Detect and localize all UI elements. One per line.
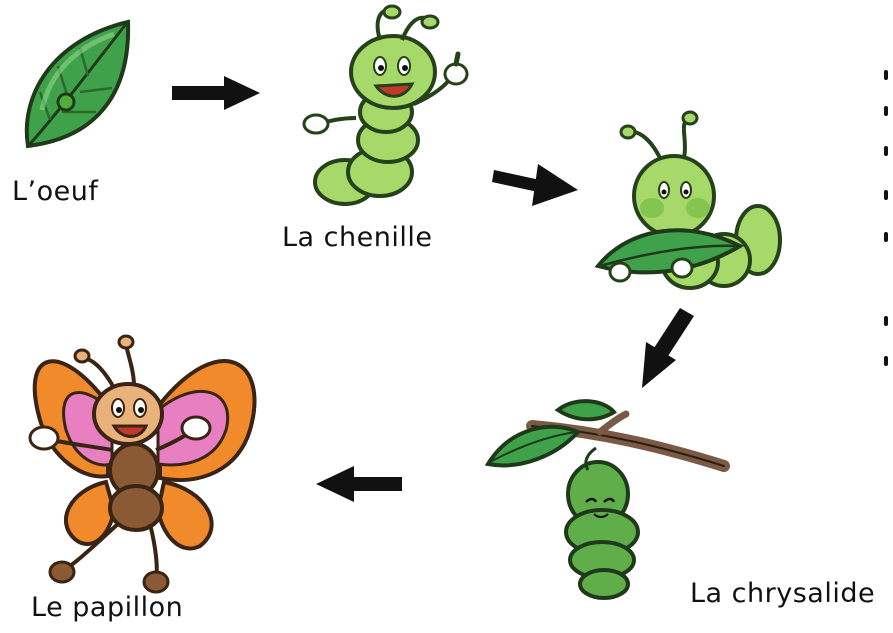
egg — [58, 94, 74, 110]
label-caterpillar: La chenille — [282, 222, 432, 253]
edge-mark — [884, 106, 888, 116]
arrow-chrysalis-to-butterfly — [316, 466, 402, 502]
arrow-egg-to-caterpillar — [172, 76, 260, 110]
arrow-eating-to-chrysalis — [642, 308, 694, 388]
arrow-caterpillar-to-eating — [492, 164, 578, 206]
edge-mark — [884, 146, 888, 156]
chrysalis-illustration — [488, 401, 724, 598]
label-egg: L’oeuf — [12, 176, 98, 207]
label-butterfly: Le papillon — [31, 592, 183, 623]
edge-mark — [884, 356, 888, 366]
edge-mark — [884, 190, 888, 200]
egg-leaf-illustration — [27, 22, 128, 146]
butterfly-illustration — [30, 336, 254, 592]
edge-mark — [884, 70, 888, 80]
edge-mark — [884, 232, 888, 242]
label-chrysalis: La chrysalide — [690, 578, 875, 609]
eating-caterpillar-illustration — [598, 112, 780, 288]
caterpillar-illustration — [304, 6, 467, 204]
edge-mark — [884, 316, 888, 326]
